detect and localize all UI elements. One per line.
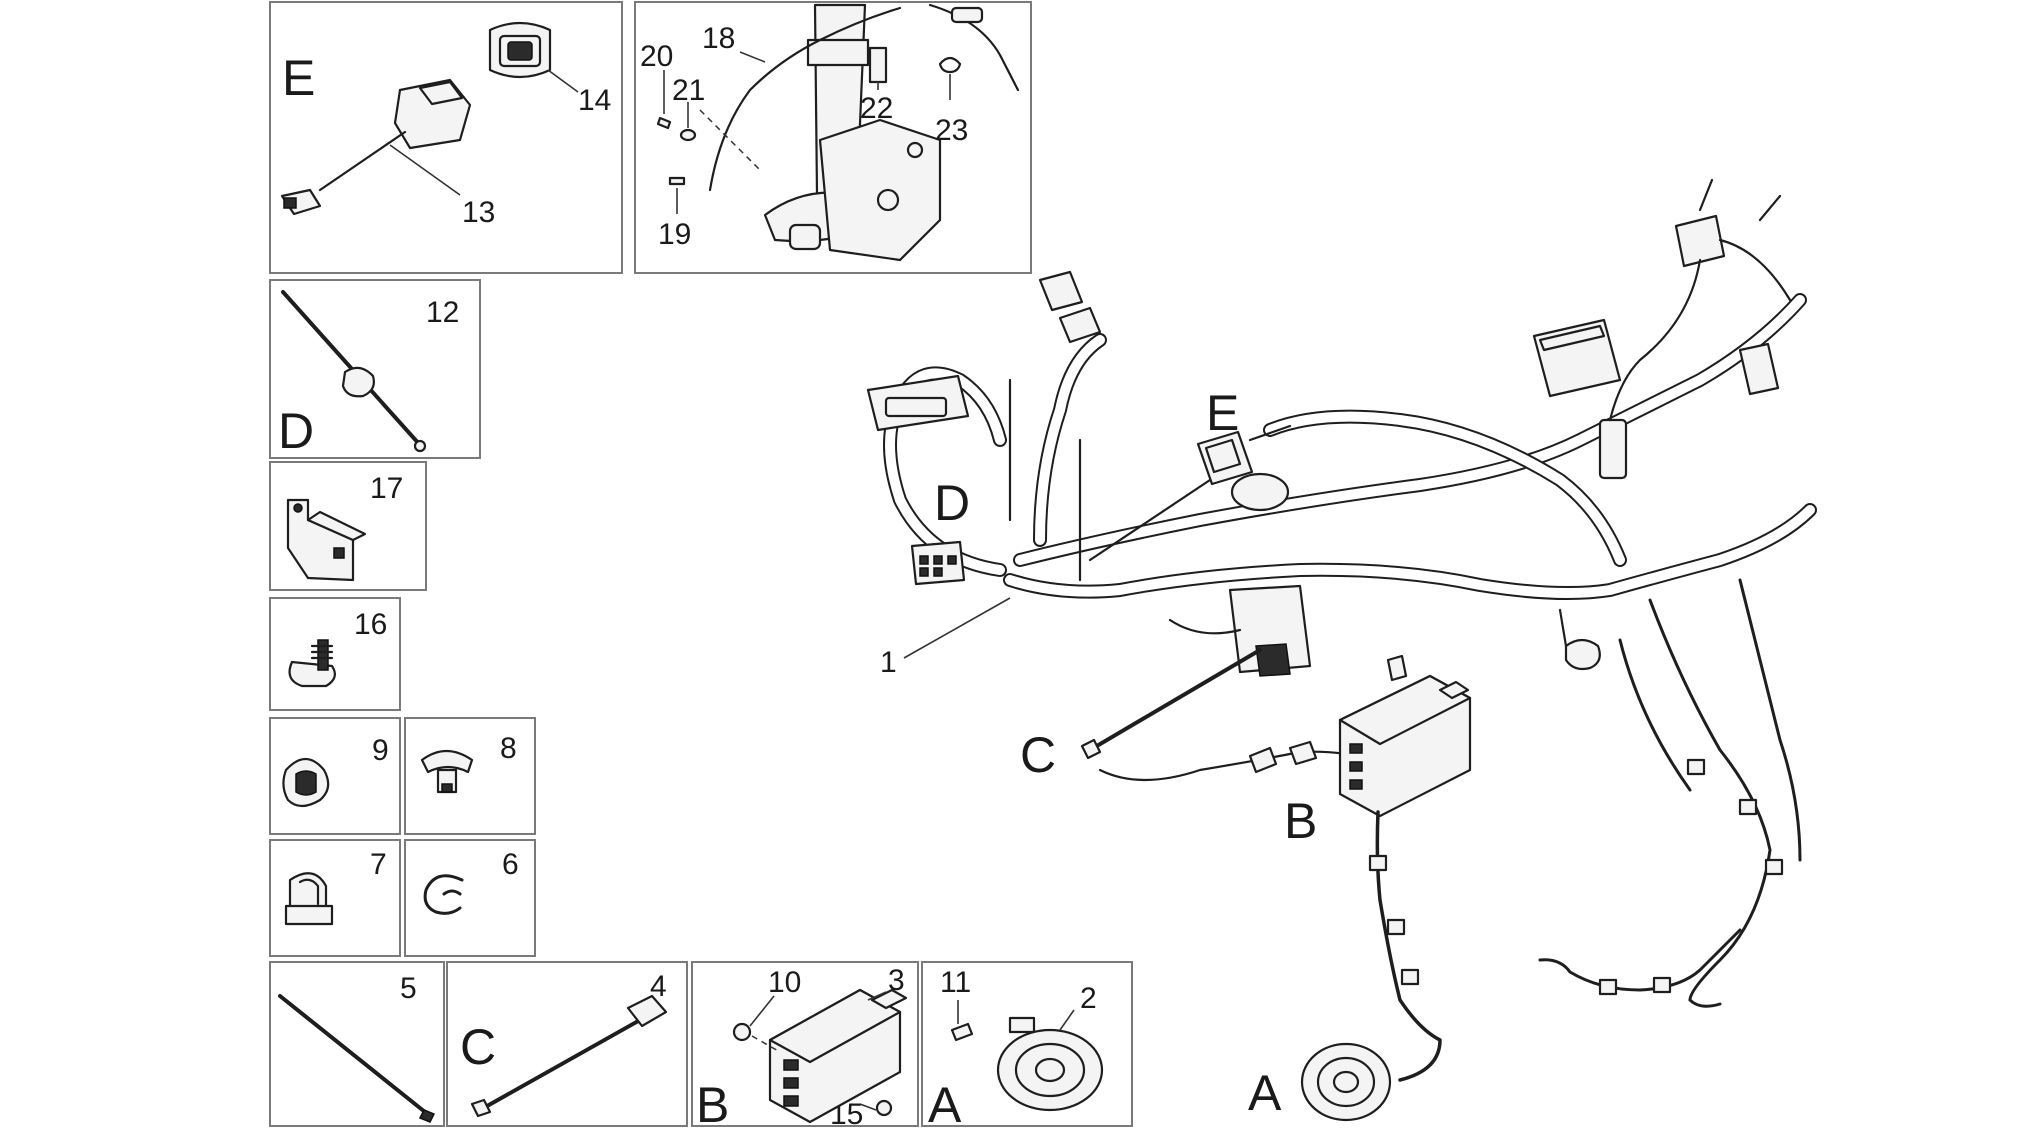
main-wiring-harness [866, 178, 1817, 1122]
callout-12: 12 [426, 296, 459, 329]
callout-3: 3 [888, 964, 905, 997]
group-label-b-panel: B [696, 1077, 729, 1128]
ecu-installed [1338, 654, 1472, 818]
callout-11: 11 [940, 966, 971, 999]
callout-2: 2 [1080, 982, 1097, 1015]
panel-part-9: 9 [269, 717, 401, 835]
ecu-part-3 [768, 988, 908, 1124]
callout-5: 5 [400, 972, 417, 1005]
group-label-d-panel: D [278, 403, 314, 459]
callout-21: 21 [672, 74, 705, 107]
callout-1: 1 [880, 646, 897, 679]
panel-group-c: 4 C [446, 961, 688, 1127]
callout-8: 8 [500, 732, 517, 765]
callout-20: 20 [640, 40, 673, 73]
panel-part-6: 6 [404, 839, 536, 957]
panel-part-8: 8 [404, 717, 536, 835]
group-label-c-main: C [1020, 727, 1056, 783]
panel-part-7: 7 [269, 839, 401, 957]
sensor-part-13 [280, 78, 472, 216]
callout-18: 18 [702, 22, 735, 55]
callout-22: 22 [860, 92, 893, 125]
callout-17: 17 [370, 472, 403, 505]
panel-group-a: 11 2 A [921, 961, 1133, 1128]
group-label-c-panel: C [460, 1019, 496, 1075]
group-label-a-panel: A [928, 1077, 962, 1128]
panel-part-16: 16 [269, 597, 401, 711]
callout-14: 14 [578, 84, 611, 117]
callout-7: 7 [370, 848, 387, 881]
grommet-part-14 [488, 21, 552, 79]
callout-9: 9 [372, 734, 389, 767]
callout-16: 16 [354, 608, 387, 641]
group-label-e-panel: E [282, 50, 315, 106]
panel-part-5: 5 [269, 961, 445, 1127]
callout-13: 13 [462, 196, 495, 229]
panel-part-17: 17 [269, 461, 427, 591]
group-label-a-main: A [1248, 1065, 1282, 1121]
callout-23: 23 [935, 114, 968, 147]
group-label-e-main: E [1206, 385, 1239, 441]
panel-fork-sensor: 18 20 21 19 22 23 [634, 1, 1032, 274]
callout-6: 6 [502, 848, 519, 881]
horn-part-2 [996, 1016, 1104, 1112]
panel-group-b: 3 10 15 B [691, 961, 919, 1128]
group-label-d-main: D [934, 475, 970, 531]
group-label-b-main: B [1284, 793, 1317, 849]
callout-4: 4 [650, 970, 667, 1003]
panel-group-d: 12 D [269, 279, 481, 459]
horn-installed [1300, 1042, 1392, 1122]
panel-group-e: E 14 13 [269, 1, 623, 274]
callout-19: 19 [658, 218, 691, 251]
callout-10: 10 [768, 966, 801, 999]
